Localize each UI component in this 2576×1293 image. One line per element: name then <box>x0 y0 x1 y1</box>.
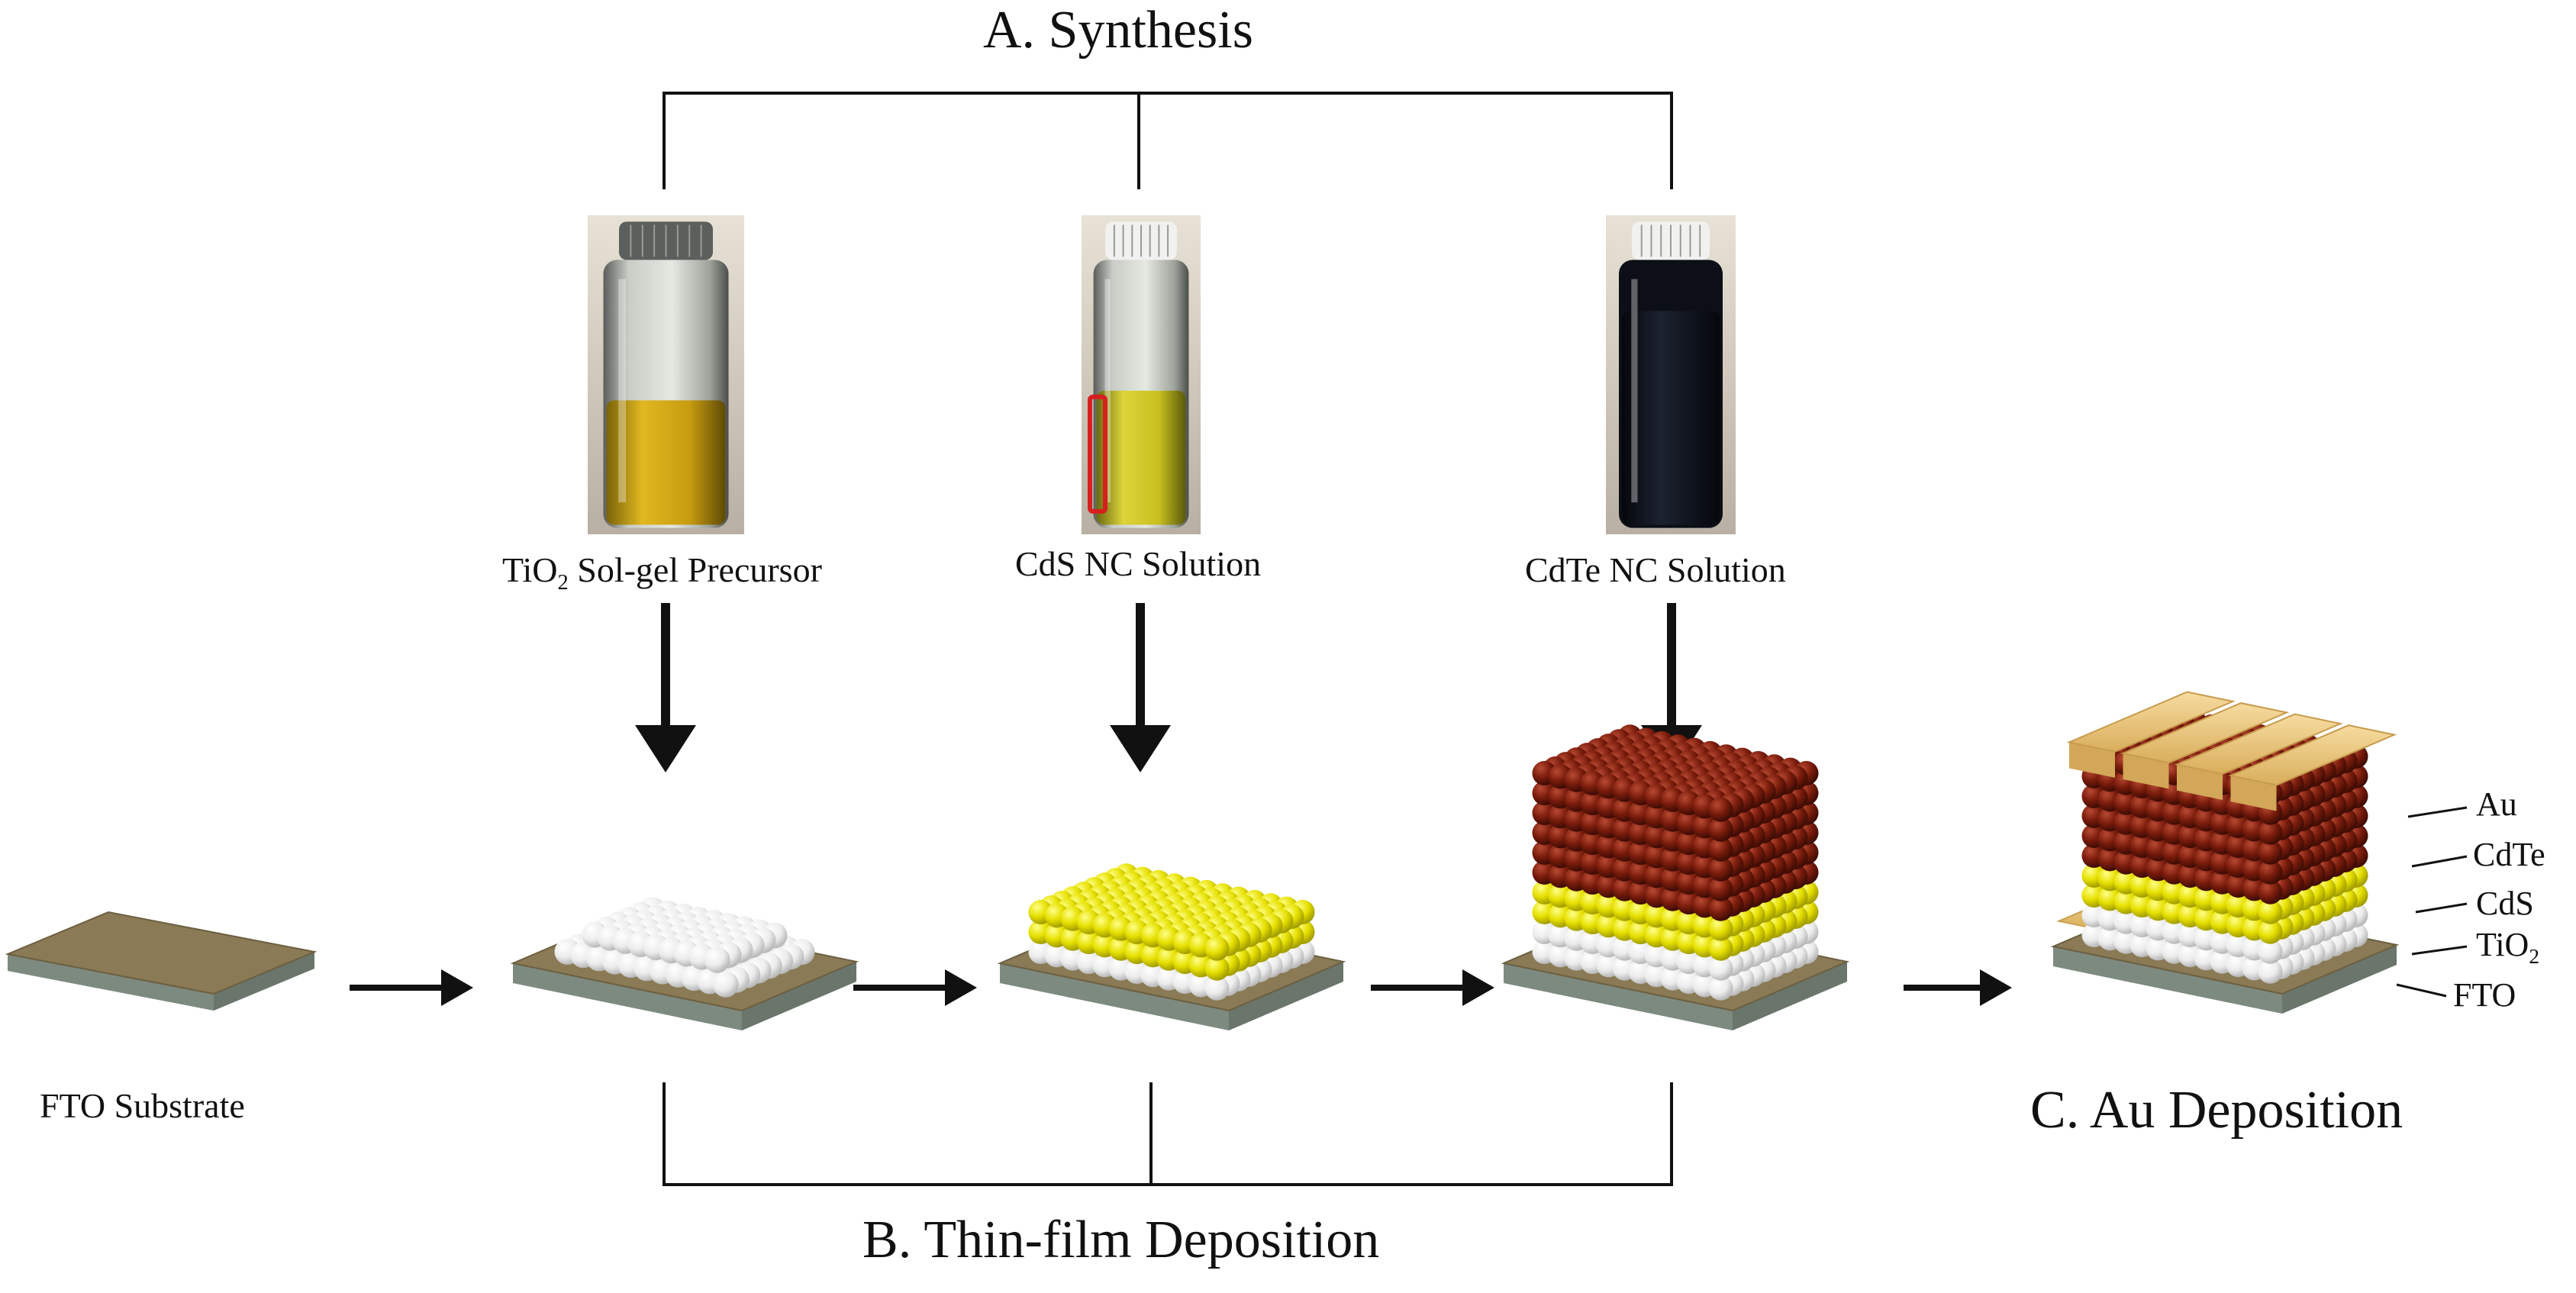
layer-leader-lines <box>2396 806 2468 998</box>
section-title-synthesis: A. Synthesis <box>983 1 1253 60</box>
cdte-stack <box>1501 724 1850 1030</box>
caption-cds: CdS NC Solution <box>1015 544 1262 583</box>
vial-photo-cds <box>1082 215 1201 534</box>
vial-photo-tio2 <box>588 215 744 534</box>
synthesis-bracket <box>663 92 1673 189</box>
au-device-stack <box>2050 691 2400 1014</box>
layer-label-cds: CdS <box>2476 885 2534 922</box>
layer-label-au: Au <box>2476 785 2517 823</box>
down-arrow-cds <box>1110 603 1171 772</box>
fto-substrate-stack <box>5 911 318 1011</box>
vial-photo-cdte <box>1606 215 1736 534</box>
caption-fto-substrate: FTO Substrate <box>40 1086 245 1125</box>
cds-stack <box>997 863 1346 1030</box>
thin-film-bracket <box>663 1082 1673 1186</box>
caption-tio2: TiO2 Sol-gel Precursor <box>502 550 822 595</box>
caption-cdte: CdTe NC Solution <box>1525 550 1786 589</box>
right-arrow-2 <box>853 969 977 1006</box>
right-arrow-1 <box>350 969 473 1006</box>
right-arrow-3 <box>1371 969 1494 1006</box>
section-title-thin-film: B. Thin-film Deposition <box>862 1211 1380 1269</box>
down-arrow-tio2 <box>635 603 696 772</box>
right-arrow-4 <box>1904 969 2012 1006</box>
layer-label-tio2: TiO2 <box>2476 926 2539 968</box>
tio2-stack <box>510 897 859 1030</box>
layer-label-fto: FTO <box>2453 976 2516 1014</box>
section-title-au-deposition: C. Au Deposition <box>2030 1081 2404 1140</box>
layer-label-cdte: CdTe <box>2473 836 2545 873</box>
